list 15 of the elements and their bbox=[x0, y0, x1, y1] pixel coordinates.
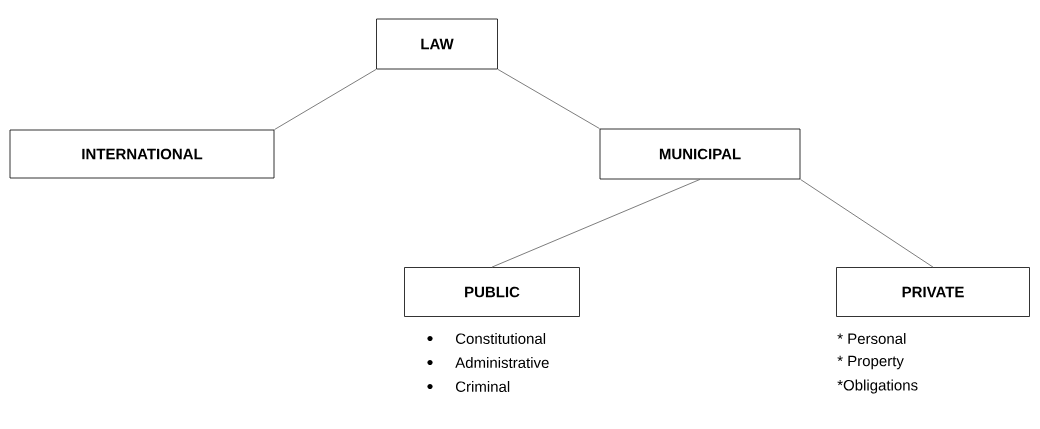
list-item: * Property bbox=[837, 355, 904, 370]
list-item: Criminal bbox=[456, 381, 510, 392]
label-box: MUNICIPAL bbox=[599, 128, 801, 180]
connector-line bbox=[799, 178, 934, 268]
label-box: PRIVATE bbox=[836, 267, 1030, 317]
label-box: LAW bbox=[376, 18, 498, 70]
list-item: *Obligations bbox=[837, 379, 918, 394]
list-item: Constitutional bbox=[456, 333, 546, 344]
connector-line bbox=[497, 68, 601, 130]
label-box: INTERNATIONAL bbox=[9, 129, 275, 179]
connector-line bbox=[491, 178, 701, 268]
list-item: Administrative bbox=[455, 357, 549, 368]
connector-line bbox=[273, 68, 377, 131]
list-item: * Personal bbox=[837, 333, 906, 344]
label-box: PUBLIC bbox=[404, 267, 580, 317]
